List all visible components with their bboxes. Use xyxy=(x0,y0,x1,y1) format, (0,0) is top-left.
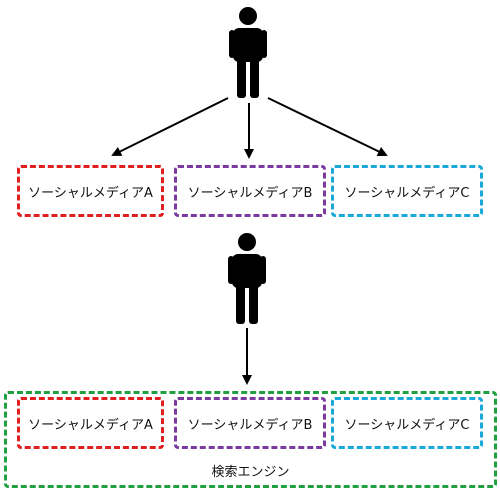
search-engine-box: 検索エンジン xyxy=(4,391,497,488)
arrow-to-c xyxy=(267,97,388,157)
search-social-media-a-box: ソーシャルメディアA xyxy=(17,397,164,449)
search-social-media-c-box: ソーシャルメディアC xyxy=(331,397,483,449)
search-engine-label: 検索エンジン xyxy=(211,465,290,480)
social-media-c-box: ソーシャルメディアC xyxy=(331,165,483,217)
person-icon xyxy=(228,233,266,324)
social-media-a-box: ソーシャルメディアA xyxy=(17,165,164,217)
social-media-b-box: ソーシャルメディアB xyxy=(174,165,326,217)
arrow-to-a xyxy=(111,97,229,156)
social-media-c-label: ソーシャルメディアC xyxy=(344,185,470,201)
social-media-b-label: ソーシャルメディアB xyxy=(187,185,313,201)
search-social-media-a-label: ソーシャルメディアA xyxy=(28,417,153,433)
social-media-a-label: ソーシャルメディアA xyxy=(28,185,153,201)
search-social-media-b-label: ソーシャルメディアB xyxy=(187,417,313,433)
search-social-media-b-box: ソーシャルメディアB xyxy=(174,397,326,449)
search-social-media-c-label: ソーシャルメディアC xyxy=(344,417,470,433)
person-icon xyxy=(229,7,267,98)
